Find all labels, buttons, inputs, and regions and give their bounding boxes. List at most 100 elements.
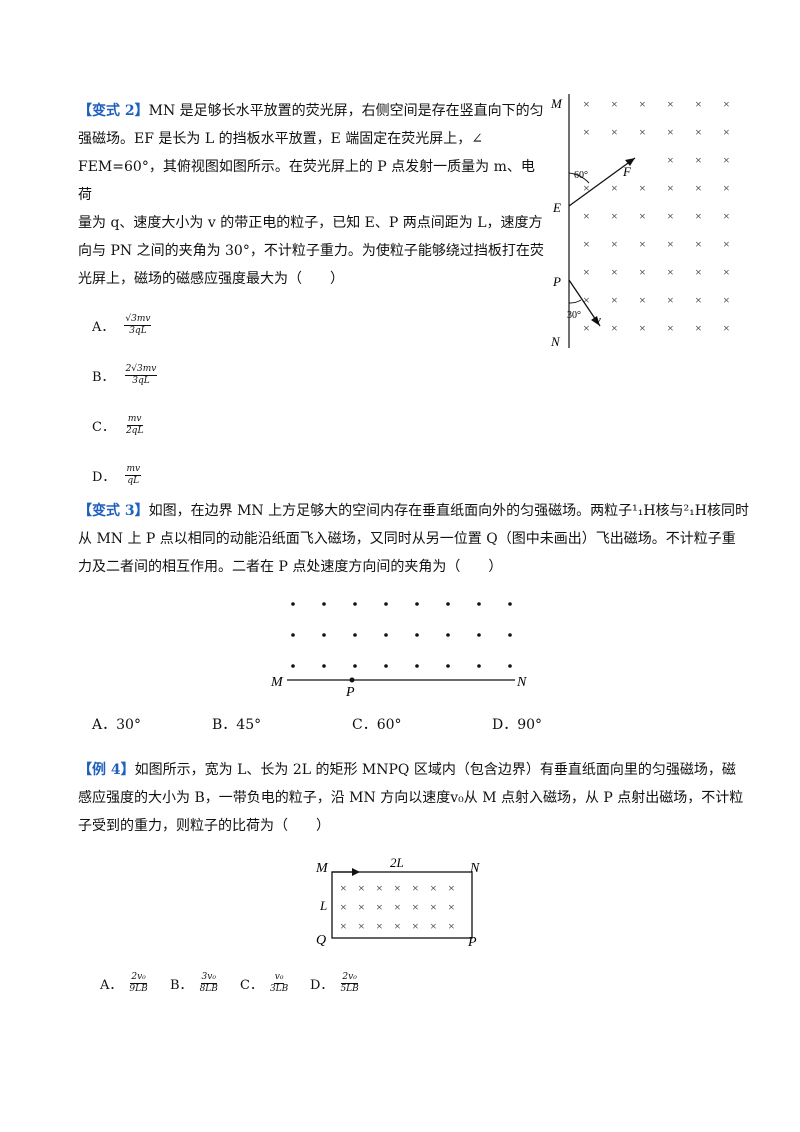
field-dot [446,633,450,637]
field-cross: × [358,881,365,895]
field-cross: × [394,919,401,933]
field-cross: × [723,153,730,167]
label-v: v [595,312,601,327]
field-dot [384,633,388,637]
field-cross: × [583,209,590,223]
variant2-tag: 【变式 2】 [78,103,149,119]
field-cross: × [639,265,646,279]
variant3-choice-c[interactable]: C．60° [352,717,402,733]
field-cross: × [723,125,730,139]
field-cross: × [723,181,730,195]
field-cross: × [448,900,455,914]
variant2-line-4: 量为 q、速度大小为 v 的带正电的粒子，已知 E、P 两点间距为 L，速度方 [78,215,543,231]
field-cross: × [376,919,383,933]
field-cross: × [667,265,674,279]
velocity-arrow [591,316,600,326]
field-cross: × [667,293,674,307]
variant3-line-3: 力及二者间的相互作用。二者在 P 点处速度方向间的夹角为（ ） [78,559,503,575]
velocity-arrow-head [352,868,360,876]
field-dot [384,602,388,606]
field-cross: × [430,900,437,914]
field-cross: × [667,237,674,251]
label-p: P [467,935,477,950]
field-cross: × [611,321,618,335]
variant3-choices: A．30° B．45° C．60° D．90° [92,714,612,734]
field-cross: × [376,881,383,895]
field-cross: × [611,293,618,307]
field-cross: × [695,153,702,167]
example4-line-2: 感应强度的大小为 B，一带负电的粒子，沿 MN 方向以速度v₀从 M 点射入磁场… [78,790,744,806]
label-p: P [345,685,355,700]
field-cross: × [695,209,702,223]
label-angle-30: 30° [567,310,581,321]
field-cross: × [639,237,646,251]
field-crosses: ××××××××××××××××××××××××××××××××××××××××… [583,97,730,335]
label-q: Q [316,933,326,948]
field-cross: × [430,919,437,933]
field-cross: × [639,181,646,195]
field-cross: × [695,293,702,307]
field-cross: × [430,881,437,895]
field-cross: × [583,265,590,279]
variant3-choice-d[interactable]: D．90° [492,717,543,733]
field-cross: × [723,265,730,279]
field-cross: × [695,125,702,139]
variant3-line-2: 从 MN 上 P 点以相同的动能沿纸面飞入磁场，又同时从另一位置 Q（图中未画出… [78,531,736,547]
variant2-figure: ××××××××××××××××××××××××××××××××××××××××… [550,94,730,349]
field-cross: × [639,125,646,139]
field-cross: × [667,153,674,167]
magnetic-region-rect [331,871,473,939]
field-cross: × [723,321,730,335]
field-cross: × [667,209,674,223]
field-dot [477,633,481,637]
field-dot [353,602,357,606]
field-cross: × [639,321,646,335]
variant3-choice-a[interactable]: A．30° [92,717,141,733]
field-cross: × [340,881,347,895]
field-cross: × [611,181,618,195]
field-dot [353,633,357,637]
field-dot [508,602,512,606]
label-n: N [516,675,527,690]
field-dot [322,633,326,637]
field-dot [415,602,419,606]
variant3-figure: M P N [270,602,527,700]
field-cross: × [611,209,618,223]
label-p: P [552,274,561,289]
field-cross: × [723,237,730,251]
field-dot [322,602,326,606]
field-cross: × [695,181,702,195]
example4-line-1: 如图所示，宽为 L、长为 2L 的矩形 MNPQ 区域内（包含边界）有垂直纸面向… [134,762,736,778]
field-cross: × [611,97,618,111]
example4-question: 【例 4】如图所示，宽为 L、长为 2L 的矩形 MNPQ 区域内（包含边界）有… [78,756,758,840]
example4-line-3: 子受到的重力，则粒子的比荷为（ ） [78,818,330,834]
label-l: L [319,898,327,913]
field-cross: × [583,293,590,307]
label-2l: 2L [390,855,404,870]
variant3-choice-b[interactable]: B．45° [212,717,262,733]
variant2-line-6: 光屏上，磁场的磁感应强度最大为（ ） [78,271,344,287]
label-f: F [622,164,632,179]
field-cross: × [394,881,401,895]
field-dot [446,664,450,668]
field-cross: × [448,881,455,895]
variant3-question: 【变式 3】如图，在边界 MN 上方足够大的空间内存在垂直纸面向外的匀强磁场。两… [78,497,758,581]
field-dot [291,664,295,668]
field-cross: × [695,97,702,111]
field-cross: × [667,181,674,195]
field-cross: × [583,181,590,195]
field-cross: × [611,265,618,279]
field-cross: × [723,293,730,307]
baffle-ef [568,157,636,207]
baffle-arrow [625,158,635,166]
field-cross: × [394,900,401,914]
variant2-line-1: MN 是足够长水平放置的荧光屏，右侧空间是存在竖直向下的匀 [148,103,544,119]
